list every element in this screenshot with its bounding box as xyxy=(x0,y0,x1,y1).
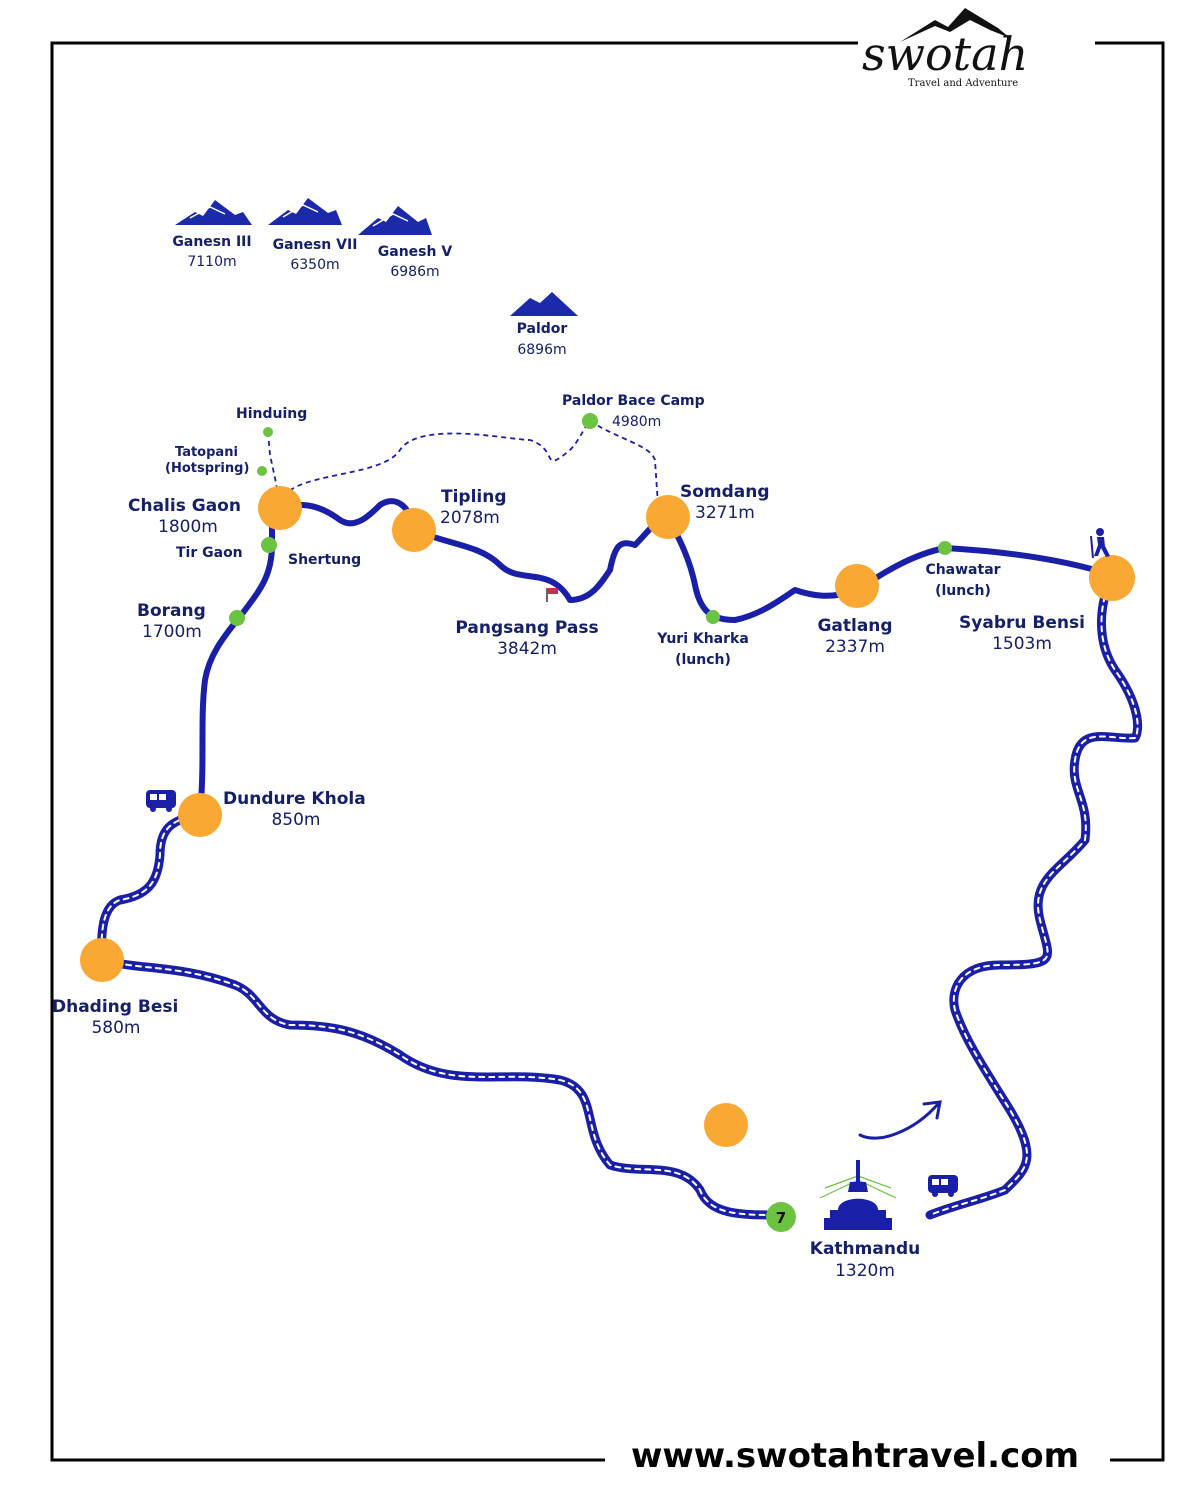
brand-tagline: Travel and Adventure xyxy=(908,78,1018,89)
label-dhading: Dhading Besi xyxy=(52,997,178,1017)
side-trip-dashed xyxy=(267,420,659,506)
minor-stops xyxy=(229,413,952,626)
trek-route xyxy=(197,498,1115,818)
map-frame xyxy=(50,41,1165,1462)
label-chalis-gaon: Chalis Gaon xyxy=(128,496,241,516)
mountain-icon xyxy=(900,8,1010,42)
mountain-icon xyxy=(510,292,578,316)
label-paldor-bc: Paldor Bace Camp xyxy=(562,393,705,409)
label-tipling: Tipling xyxy=(441,487,507,507)
peak-name: Ganesn III xyxy=(172,234,251,250)
peak-paldor: Paldor 6896m xyxy=(510,292,578,358)
peak-ganesh-vii: Ganesn VII 6350m xyxy=(268,198,357,273)
stop-chawatar xyxy=(938,541,952,555)
stop-dundure xyxy=(178,793,222,837)
flag-icon xyxy=(546,588,558,602)
highway xyxy=(97,573,1143,1220)
label-borang: Borang xyxy=(137,601,206,621)
elev-chalis-gaon: 1800m xyxy=(158,517,218,537)
stop-tipling xyxy=(392,508,436,552)
mountain-icon xyxy=(358,206,432,235)
stop-paldor-bc xyxy=(582,413,598,429)
stop-tatopani xyxy=(257,466,267,476)
bus-icon xyxy=(146,790,176,812)
label-hinduing: Hinduing xyxy=(236,406,307,422)
stop-gatlang xyxy=(835,564,879,608)
arrow-icon xyxy=(858,1100,942,1140)
label-yuri-note: (lunch) xyxy=(675,652,731,668)
brand-logo: swotah Travel and Adventure xyxy=(862,8,1028,89)
elev-borang: 1700m xyxy=(142,622,202,642)
stop-hinduing xyxy=(263,427,273,437)
elev-paldor-bc: 4980m xyxy=(612,414,661,430)
elev-dundure: 850m xyxy=(271,810,320,830)
stop-tir-gaon xyxy=(261,537,277,553)
label-chawatar-note: (lunch) xyxy=(935,583,991,599)
label-tir-gaon: Tir Gaon xyxy=(176,545,243,561)
day-badge: 7 xyxy=(766,1202,796,1232)
mountain-icon xyxy=(268,198,342,225)
label-gatlang: Gatlang xyxy=(817,616,892,636)
stop-somdang xyxy=(646,495,690,539)
elev-pangsang: 3842m xyxy=(497,639,557,659)
peak-elevation: 6986m xyxy=(390,264,439,280)
label-kathmandu: Kathmandu xyxy=(810,1239,920,1259)
hiker-icon xyxy=(1090,528,1110,559)
elev-tipling: 2078m xyxy=(440,508,500,528)
elev-dhading: 580m xyxy=(91,1018,140,1038)
stupa-icon xyxy=(819,1160,897,1230)
peaks: Ganesn III 7110m Ganesn VII 6350m Ganesh… xyxy=(172,198,578,358)
brand-name: swotah xyxy=(862,27,1028,81)
peak-name: Paldor xyxy=(517,321,568,337)
label-somdang: Somdang xyxy=(680,482,770,502)
elev-kathmandu: 1320m xyxy=(835,1261,895,1281)
major-stops xyxy=(80,486,1135,1147)
label-shertung: Shertung xyxy=(288,552,361,568)
label-tatopani-note: (Hotspring) xyxy=(165,461,249,476)
elev-syabru: 1503m xyxy=(992,634,1052,654)
stop-dhading xyxy=(80,938,124,982)
peak-name: Ganesh V xyxy=(378,244,453,260)
label-pangsang: Pangsang Pass xyxy=(455,618,598,638)
stop-yuri xyxy=(706,610,720,624)
website-url: www.swotahtravel.com xyxy=(631,1436,1079,1476)
elev-somdang: 3271m xyxy=(695,503,755,523)
peak-elevation: 7110m xyxy=(187,254,236,270)
label-chawatar: Chawatar xyxy=(925,562,1000,578)
peak-elevation: 6350m xyxy=(290,257,339,273)
elev-gatlang: 2337m xyxy=(825,637,885,657)
peak-name: Ganesn VII xyxy=(273,237,358,253)
stop-syabru xyxy=(1089,555,1135,601)
peak-ganesh-v: Ganesh V 6986m xyxy=(358,206,452,280)
stop-borang xyxy=(229,610,245,626)
label-tatopani: Tatopani xyxy=(175,445,238,460)
bus-icon xyxy=(928,1175,958,1197)
label-yuri: Yuri Kharka xyxy=(656,631,749,647)
place-labels: Hinduing Tatopani (Hotspring) Chalis Gao… xyxy=(52,393,1085,1281)
stop-extra xyxy=(704,1103,748,1147)
label-dundure: Dundure Khola xyxy=(223,789,366,809)
day-badge-number: 7 xyxy=(776,1209,786,1227)
stop-chalis-gaon xyxy=(258,486,302,530)
peak-elevation: 6896m xyxy=(517,342,566,358)
mountain-icon xyxy=(175,200,252,225)
peak-ganesh-iii: Ganesn III 7110m xyxy=(172,200,252,270)
label-syabru: Syabru Bensi xyxy=(959,613,1085,633)
